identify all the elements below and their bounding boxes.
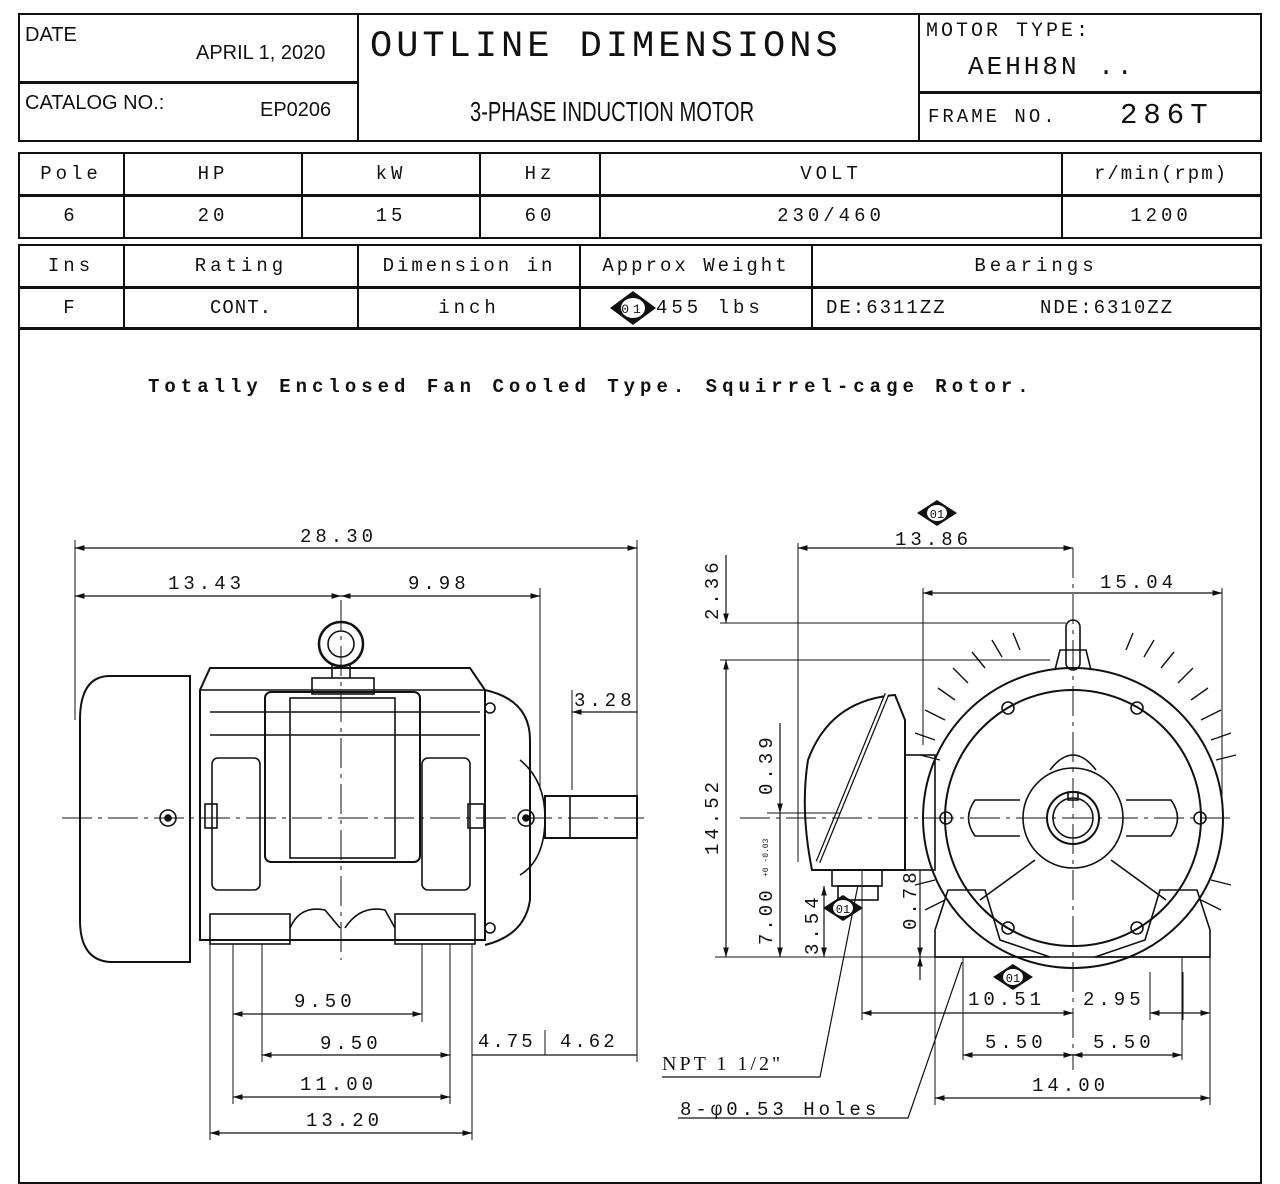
svg-text:01: 01: [836, 903, 850, 917]
value-hz: 60: [524, 205, 556, 227]
dim-3-28: 3.28: [574, 690, 636, 712]
svg-text:01: 01: [621, 302, 645, 317]
page-title: OUTLINE DIMENSIONS: [370, 26, 842, 68]
value-kw: 15: [375, 205, 407, 227]
header-bearings: Bearings: [974, 255, 1098, 277]
dim-3-54: 3.54: [802, 893, 824, 955]
dim-0-78: 0.78: [900, 868, 922, 930]
dim-2-36: 2.36: [702, 558, 724, 620]
dim-7-00: 7.00: [756, 887, 778, 945]
title-block: [18, 13, 1262, 142]
value-ins: F: [63, 297, 79, 319]
header-hz: Hz: [524, 163, 556, 185]
value-bearing-de: DE:6311ZZ: [826, 297, 947, 319]
value-dimension: inch: [438, 297, 500, 319]
value-rpm: 1200: [1130, 205, 1192, 227]
revision-marker-icon: 01: [992, 963, 1034, 991]
motor-description: Totally Enclosed Fan Cooled Type. Squirr…: [148, 376, 1034, 398]
dim-0-39: 0.39: [756, 733, 778, 795]
dim-5-50-b: 5.50: [1093, 1032, 1155, 1054]
dim-13-43: 13.43: [168, 573, 245, 595]
header-pole: Pole: [40, 163, 102, 185]
value-rating: CONT.: [209, 297, 272, 319]
header-dimension: Dimension in: [382, 255, 556, 277]
svg-text:01: 01: [1006, 972, 1020, 986]
dim-7-00-tolerance: +0 -0.03: [762, 838, 771, 877]
dim-14-00: 14.00: [1032, 1075, 1109, 1097]
header-rpm: r/min(rpm): [1093, 163, 1229, 185]
header-weight: Approx Weight: [602, 255, 790, 277]
page-subtitle: 3-PHASE INDUCTION MOTOR: [470, 96, 755, 127]
dim-11-00: 11.00: [300, 1074, 377, 1096]
header-volt: VOLT: [800, 163, 862, 185]
header-rating: Rating: [194, 255, 288, 277]
svg-text:01: 01: [930, 508, 944, 522]
dim-9-50-a: 9.50: [294, 991, 356, 1013]
end-view-drawing: [662, 543, 1237, 1119]
side-view-drawing: [62, 540, 650, 1140]
dim-7-00-group: 7.00 +0 -0.03: [756, 838, 778, 945]
header-ins: Ins: [47, 255, 95, 277]
catalog-label: CATALOG NO.:: [25, 92, 165, 114]
motor-type-value: AEHH8N ..: [968, 52, 1136, 82]
value-hp: 20: [197, 205, 229, 227]
npt-label: NPT 1 1/2": [662, 1053, 783, 1075]
dim-9-98: 9.98: [408, 573, 470, 595]
dim-10-51: 10.51: [968, 989, 1045, 1011]
date-value: APRIL 1, 2020: [196, 42, 326, 64]
dim-overall-length: 28.30: [300, 526, 377, 548]
value-pole: 6: [63, 205, 79, 227]
value-volt: 230/460: [777, 205, 885, 227]
revision-marker-icon: 01: [822, 894, 864, 922]
value-weight: 455 lbs: [656, 297, 764, 319]
catalog-value: EP0206: [260, 99, 332, 121]
holes-label: 8-φ0.53 Holes: [680, 1099, 880, 1121]
dim-4-75: 4.75: [478, 1031, 536, 1053]
frame-value: 286T: [1120, 99, 1214, 132]
dim-13-20: 13.20: [306, 1110, 383, 1132]
value-bearing-nde: NDE:6310ZZ: [1040, 297, 1175, 319]
frame-label: FRAME NO.: [928, 106, 1058, 128]
header-hp: HP: [197, 163, 229, 185]
weight-cell: 01 455 lbs: [580, 288, 812, 328]
motor-type-label: MOTOR TYPE:: [926, 20, 1092, 43]
header-kw: kW: [375, 163, 407, 185]
dim-14-52: 14.52: [702, 778, 724, 855]
dim-4-62: 4.62: [560, 1031, 618, 1053]
dim-2-95: 2.95: [1083, 989, 1145, 1011]
dim-9-50-b: 9.50: [320, 1033, 382, 1055]
revision-marker-icon: 01: [916, 499, 958, 527]
date-label: DATE: [25, 24, 77, 46]
dim-5-50-a: 5.50: [985, 1032, 1047, 1054]
dim-15-04: 15.04: [1100, 572, 1177, 594]
dim-13-86: 13.86: [895, 529, 972, 551]
revision-marker-icon: 01: [610, 291, 656, 325]
